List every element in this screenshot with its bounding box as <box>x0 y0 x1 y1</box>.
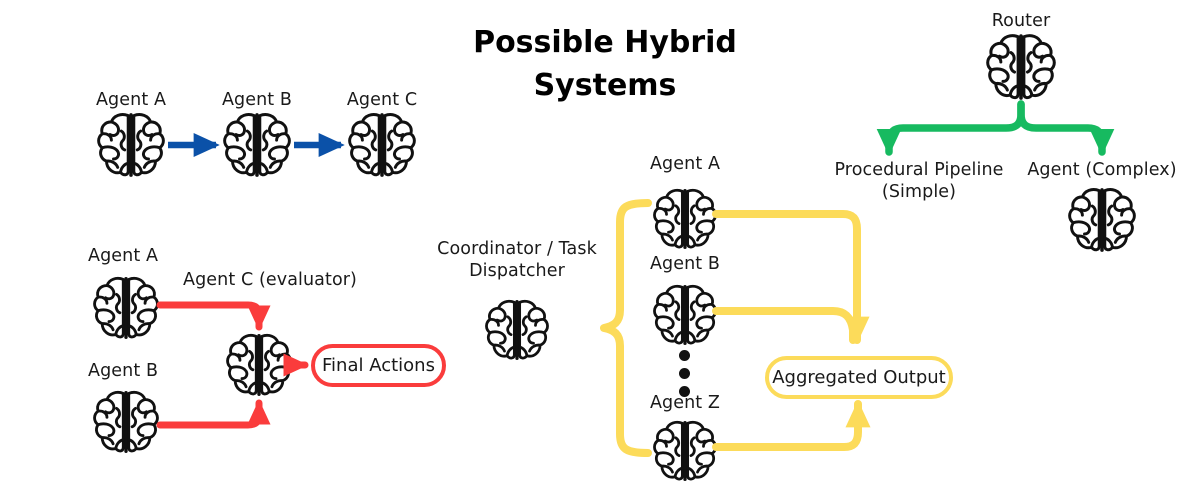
label-chain-agent-c: Agent C <box>346 90 418 110</box>
label-procedural-pipeline-line-1: Procedural Pipeline <box>834 160 1004 180</box>
ellipsis-dot <box>679 368 690 379</box>
brain-icon-eval-agent-a <box>92 276 160 339</box>
brain-icon-chain-agent-c <box>347 112 417 177</box>
label-coordinator: Coordinator / Task Dispatcher <box>417 238 617 283</box>
brain-icon-router <box>985 33 1057 100</box>
arrow-worker-b-to-output <box>712 307 857 344</box>
brain-icon-coordinator <box>484 299 550 361</box>
arrow-router-to-procedural-pipeline <box>876 100 1025 156</box>
label-coordinator-line-2: Dispatcher <box>469 261 565 282</box>
brain-icon-chain-agent-b <box>222 112 292 177</box>
arrow-eval-a-to-evaluator <box>156 301 271 331</box>
label-procedural-pipeline-line-2: (Simple) <box>881 182 957 203</box>
final-actions-pill[interactable]: Final Actions <box>311 344 446 387</box>
label-procedural-pipeline: Procedural Pipeline (Simple) <box>819 159 1019 204</box>
brain-icon-worker-agent-a <box>652 188 718 250</box>
label-evaluator: Agent C (evaluator) <box>183 270 357 290</box>
label-worker-agent-z: Agent Z <box>649 393 721 413</box>
brain-icon-evaluator-agent-c <box>225 333 293 396</box>
arrow-router-to-agent-complex <box>1017 100 1115 156</box>
final-actions-label: Final Actions <box>322 355 435 376</box>
brain-icon-worker-agent-z <box>652 420 718 482</box>
ellipsis-dot <box>679 350 690 361</box>
ellipsis-dot <box>679 386 690 397</box>
label-chain-agent-a: Agent A <box>95 90 167 110</box>
aggregated-output-pill[interactable]: Aggregated Output <box>765 356 953 399</box>
arrow-worker-a-to-output <box>712 210 870 344</box>
title-line-1: Possible Hybrid <box>473 25 737 60</box>
brain-icon-chain-agent-a <box>96 112 166 177</box>
arrow-eval-b-to-evaluator <box>156 399 271 429</box>
brain-icon-worker-agent-b <box>652 284 718 346</box>
label-coordinator-line-1: Coordinator / Task <box>437 239 597 259</box>
arrow-worker-z-to-output <box>712 400 871 451</box>
title-line-2: Systems <box>533 67 677 103</box>
label-worker-agent-b: Agent B <box>649 254 721 274</box>
brain-icon-agent-complex <box>1067 187 1137 252</box>
label-router: Router <box>991 11 1051 31</box>
label-agent-complex: Agent (Complex) <box>1027 160 1177 180</box>
label-chain-agent-b: Agent B <box>221 90 293 110</box>
label-worker-agent-a: Agent A <box>649 154 721 174</box>
label-eval-agent-b: Agent B <box>88 361 159 381</box>
brain-icon-eval-agent-b <box>92 390 160 453</box>
label-eval-agent-a: Agent A <box>88 246 159 266</box>
aggregated-output-label: Aggregated Output <box>772 367 946 388</box>
